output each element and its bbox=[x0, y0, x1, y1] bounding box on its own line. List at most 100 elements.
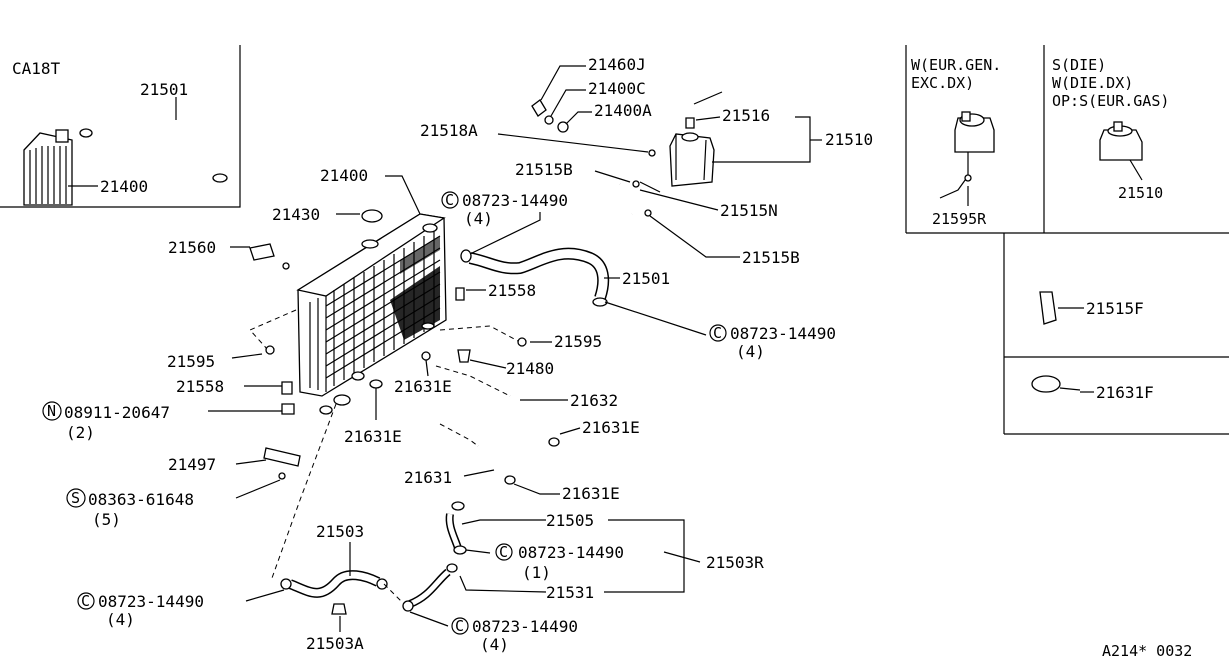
label-21503: 21503 bbox=[316, 522, 364, 541]
inset-ca18t-title: CA18T bbox=[12, 59, 61, 78]
clamp-callout-3-qty: (1) bbox=[522, 563, 551, 582]
clip-21595-left-icon bbox=[265, 345, 275, 355]
svg-text:S: S bbox=[71, 489, 80, 507]
label-21515b-bottom: 21515B bbox=[742, 248, 800, 267]
label-21501: 21501 bbox=[622, 269, 670, 288]
nut-callout-code: 08911-20647 bbox=[64, 403, 170, 422]
inset-eur: W(EUR.GEN. EXC.DX) 21595R bbox=[911, 56, 1001, 228]
clamp-callout-3: C 08723-14490 (1) bbox=[495, 543, 624, 582]
radiator-21400 bbox=[296, 213, 447, 397]
inset-right-frame bbox=[905, 45, 1229, 435]
inset-die-title-1: S(DIE) bbox=[1052, 56, 1106, 74]
label-21631e-a: 21631E bbox=[394, 377, 452, 396]
diagram-id: A214* 0032 bbox=[1102, 642, 1192, 660]
label-21595-right: 21595 bbox=[554, 332, 602, 351]
hose-21505-icon bbox=[445, 501, 467, 555]
inset-ca18t-label-radiator: 21400 bbox=[100, 177, 148, 196]
reservoir-area: 21460J 21400C 21400A 21516 21510 21518A … bbox=[420, 55, 873, 267]
cap-21460j-icon bbox=[531, 99, 547, 117]
label-21516: 21516 bbox=[722, 106, 770, 125]
clamp-callout-4-code: 08723-14490 bbox=[98, 592, 204, 611]
clamp-callout-2-code: 08723-14490 bbox=[730, 324, 836, 343]
inset-ca18t-label-hose: 21501 bbox=[140, 80, 188, 99]
radiator-cap-21430-icon bbox=[361, 209, 383, 223]
inset-die-part: 21510 bbox=[1118, 184, 1163, 202]
clamp-callout-2-qty: (4) bbox=[736, 342, 765, 361]
inset-21631f-part: 21631F bbox=[1096, 383, 1154, 402]
screw-callout-code: 08363-61648 bbox=[88, 490, 194, 509]
label-21480: 21480 bbox=[506, 359, 554, 378]
clamp-callout-4: C 08723-14490 (4) bbox=[77, 592, 204, 629]
inset-21515f-part: 21515F bbox=[1086, 299, 1144, 318]
label-21510: 21510 bbox=[825, 130, 873, 149]
label-21560: 21560 bbox=[168, 238, 216, 257]
clamp-callout-5-code: 08723-14490 bbox=[472, 617, 578, 636]
clamp-callout-3-code: 08723-14490 bbox=[518, 543, 624, 562]
svg-text:C: C bbox=[499, 543, 508, 561]
clamp-callout-5-qty: (4) bbox=[480, 635, 509, 654]
bracket-icon bbox=[1039, 291, 1057, 325]
bracket-21560-icon bbox=[249, 243, 275, 261]
clamp-callout-2: C 08723-14490 (4) bbox=[709, 324, 836, 361]
svg-text:N: N bbox=[47, 402, 56, 420]
label-21631: 21631 bbox=[404, 468, 452, 487]
label-21460j: 21460J bbox=[588, 55, 646, 74]
label-21631e-d: 21631E bbox=[562, 484, 620, 503]
bracket-21497-icon bbox=[263, 447, 301, 467]
svg-text:C: C bbox=[455, 617, 464, 635]
reservoir-tank-sensor-icon bbox=[939, 111, 995, 199]
label-21595-left: 21595 bbox=[167, 352, 215, 371]
hose-clamp-icon bbox=[1031, 375, 1061, 393]
label-21631e-b: 21631E bbox=[344, 427, 402, 446]
svg-text:C: C bbox=[81, 592, 90, 610]
inset-eur-title-1: W(EUR.GEN. bbox=[911, 56, 1001, 74]
bolt-21400a-icon bbox=[557, 121, 569, 133]
upper-hose-21501-icon bbox=[460, 247, 610, 307]
label-21518a: 21518A bbox=[420, 121, 478, 140]
clamp-callout-5: C 08723-14490 (4) bbox=[451, 617, 578, 654]
bushing-21558-icon bbox=[455, 287, 465, 301]
label-21515b-top: 21515B bbox=[515, 160, 573, 179]
inset-eur-part: 21595R bbox=[932, 210, 987, 228]
inset-ca18t: CA18T 21501 21400 bbox=[0, 45, 241, 208]
washer-21400c-icon bbox=[544, 115, 554, 125]
clamp-callout-1: C 08723-14490 (4) bbox=[441, 191, 568, 255]
hose-21531-icon bbox=[402, 563, 458, 612]
label-21558-top: 21558 bbox=[488, 281, 536, 300]
inset-die: S(DIE) W(DIE.DX) OP:S(EUR.GAS) 21510 bbox=[1052, 56, 1169, 202]
svg-text:C: C bbox=[445, 191, 454, 209]
inset-eur-title-2: EXC.DX) bbox=[911, 74, 974, 92]
inset-radiator-icon bbox=[23, 129, 73, 206]
label-21400a: 21400A bbox=[594, 101, 652, 120]
screw-callout-qty: (5) bbox=[92, 510, 121, 529]
label-21632: 21632 bbox=[570, 391, 618, 410]
label-21631e-c: 21631E bbox=[582, 418, 640, 437]
label-21515n: 21515N bbox=[720, 201, 778, 220]
clamp-callout-1-code: 08723-14490 bbox=[462, 191, 568, 210]
label-21531: 21531 bbox=[546, 583, 594, 602]
svg-text:C: C bbox=[713, 324, 722, 342]
nut-icon bbox=[281, 403, 295, 415]
inset-21515f: 21515F bbox=[1039, 291, 1144, 325]
nut-callout-qty: (2) bbox=[66, 423, 95, 442]
label-21503r: 21503R bbox=[706, 553, 764, 572]
label-21505: 21505 bbox=[546, 511, 594, 530]
inset-die-title-2: W(DIE.DX) bbox=[1052, 74, 1133, 92]
lower-hose-21503-icon bbox=[280, 570, 388, 615]
reservoir-tank-icon bbox=[1099, 121, 1143, 161]
label-21400c: 21400C bbox=[588, 79, 646, 98]
clamp-callout-4-qty: (4) bbox=[106, 610, 135, 629]
clip-21518a-icon bbox=[648, 149, 656, 157]
label-21558-left: 21558 bbox=[176, 377, 224, 396]
drain-cock-21480-icon bbox=[457, 349, 471, 363]
clip-21595-icon bbox=[517, 337, 527, 347]
reservoir-tank-main-icon bbox=[669, 91, 723, 187]
bushing-21558-left-icon bbox=[281, 381, 293, 395]
label-21503a: 21503A bbox=[306, 634, 364, 653]
inset-21631f: 21631F bbox=[1031, 375, 1154, 402]
label-21400: 21400 bbox=[320, 166, 368, 185]
label-21430: 21430 bbox=[272, 205, 320, 224]
inset-die-title-3: OP:S(EUR.GAS) bbox=[1052, 92, 1169, 110]
clamp-callout-1-qty: (4) bbox=[464, 209, 493, 228]
